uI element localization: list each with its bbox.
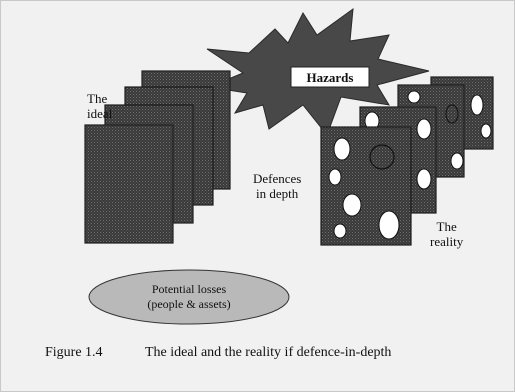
defences-label-line-2: in depth [256,186,299,201]
ideal-label: The ideal [87,91,112,121]
losses-label-line-1: Potential losses [151,282,227,296]
hole [333,223,347,239]
hole [407,90,421,104]
hole [328,168,342,186]
defences-label: Defences in depth [253,171,301,201]
ideal-slab-1 [84,124,174,244]
ideal-defence-layers [84,70,231,244]
hole [369,144,395,170]
reality-label-line-1: The [436,219,457,234]
hole [470,94,484,116]
hole [416,168,432,190]
hole [480,123,492,139]
defences-label-line-1: Defences [253,171,302,186]
ideal-label-line-1: The [87,91,108,106]
reality-defence-layers [320,76,494,246]
ideal-label-line-2: ideal [87,106,113,121]
hole [445,104,459,124]
hazards-label: Hazards [307,70,354,85]
hole [378,210,400,240]
losses-label-line-2: (people & assets) [147,297,231,311]
reality-label: The reality [430,219,463,249]
figure-number: Figure 1.4 [45,345,103,360]
losses-label: Potential losses (people & assets) [139,282,239,312]
figure-caption: Figure 1.4 The ideal and the reality if d… [45,345,391,361]
caption-text: The ideal and the reality if defence-in-… [145,345,392,360]
hole [342,193,362,217]
reality-label-line-2: reality [430,234,464,249]
hazards-label-box [290,66,370,88]
hole [416,118,432,140]
hole [450,152,464,170]
potential-losses-ellipse [88,269,290,325]
hole [333,137,351,161]
